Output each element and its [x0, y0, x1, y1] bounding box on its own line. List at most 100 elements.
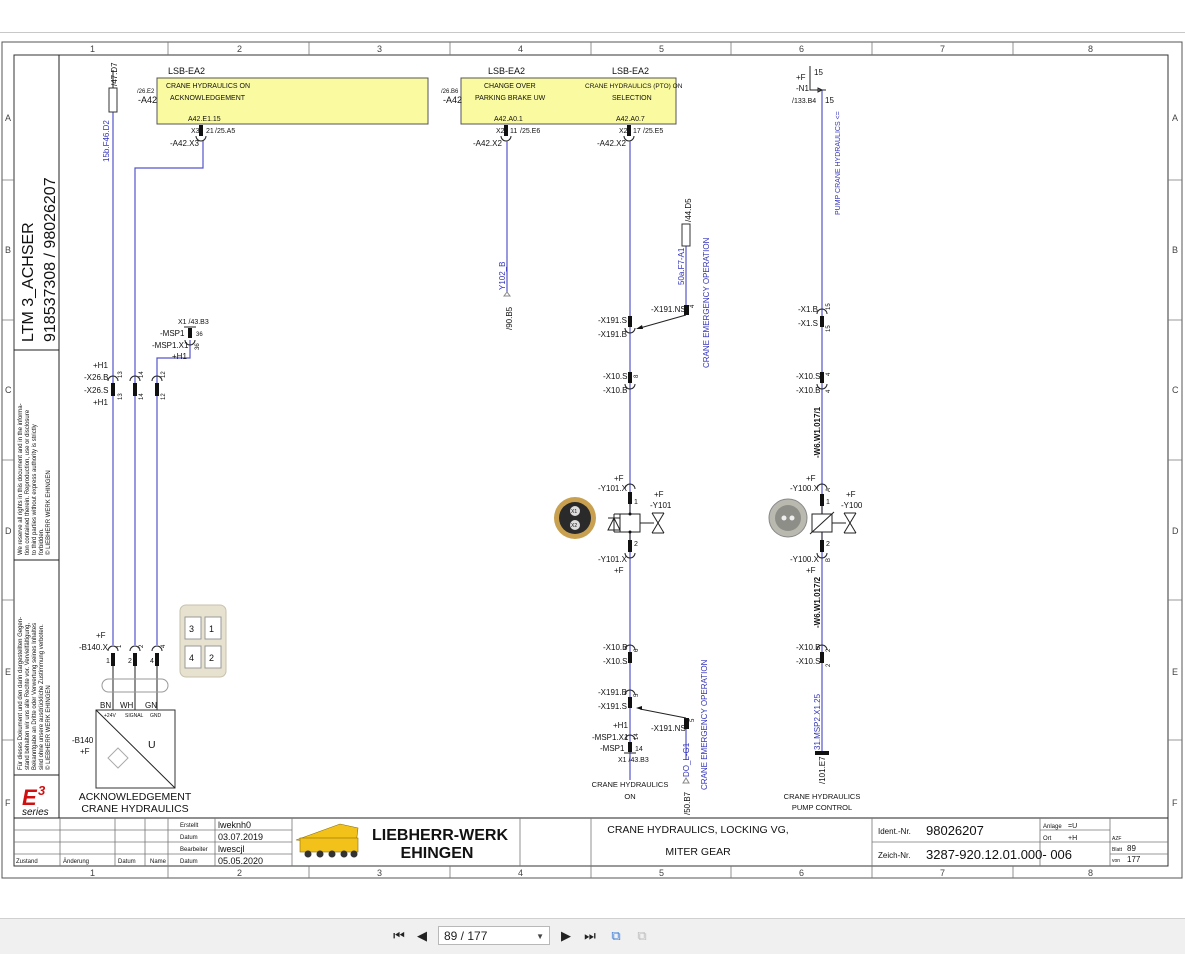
page-selector[interactable]: 89 / 177 ▼ — [438, 926, 550, 945]
schematic-mark — [820, 540, 824, 552]
schematic-label: 14 — [139, 393, 145, 400]
schematic-mark — [820, 316, 824, 327]
schematic-label: -X191.B — [598, 688, 627, 697]
schematic-label: Zeich-Nr. — [878, 851, 910, 860]
schematic-label: Für dieses Dokument und den darin darges… — [18, 617, 24, 770]
row-label: F — [1172, 798, 1178, 808]
schematic-mark — [460, 77, 677, 125]
schematic-label: WH — [120, 701, 134, 710]
connector-msp1-14: +H1 -MSP1.X1 14 -MSP1 14 X1 /43.B3 CRANE… — [592, 721, 669, 801]
row-label: C — [5, 385, 12, 395]
schematic-label: 21 — [206, 128, 214, 135]
schematic-label: Anlage — [1043, 824, 1062, 830]
fuse-f7: /44.D5 50a.F7-A1 CRANE EMERGENCY OPERATI… — [677, 198, 711, 368]
schematic-label: /101.E7 — [818, 756, 827, 784]
row-label: C — [1172, 385, 1179, 395]
schematic-mark — [820, 494, 824, 506]
valve-y101: +F -Y101.X 1 2 -Y101.X +F +F -Y101 — [598, 474, 672, 575]
row-ruler: A B C D E F A B C D E F — [5, 113, 1179, 808]
schematic-label: lwescjl — [218, 844, 245, 854]
cable-label: -W6.W1.017/2 — [813, 576, 822, 628]
schematic-label: /26.E2 — [137, 89, 155, 95]
schematic-label: Ort — [1043, 836, 1052, 842]
schematic-label: -X26.B — [84, 373, 108, 382]
schematic-label: LSB-EA2 — [612, 66, 649, 76]
schematic-mark — [188, 328, 192, 338]
schematic-label: 4 — [690, 304, 696, 308]
schematic-label: Datum — [180, 859, 198, 865]
schematic-label: Datum — [180, 835, 198, 841]
schematic-label: A — [826, 488, 832, 492]
schematic-label: X1 /43.B3 — [618, 757, 649, 764]
schematic-label: 03.07.2019 — [218, 832, 263, 842]
schematic-mark — [639, 708, 687, 719]
schematic-label: Zustand — [16, 859, 38, 865]
schematic-label: 5 — [690, 718, 696, 722]
schematic-mark — [628, 530, 632, 534]
e3-logo-sup: 3 — [38, 783, 46, 798]
schematic-mark — [628, 540, 632, 552]
col-label: 7 — [940, 44, 945, 54]
previous-page-button[interactable]: ◀ — [413, 927, 431, 945]
schematic-label: 13 — [118, 393, 124, 400]
drawing-title-vertical: LTM 3_ACHSER — [20, 222, 37, 342]
col-label: 8 — [1088, 44, 1093, 54]
schematic-label: PARKING BRAKE UW — [475, 95, 546, 102]
schematic-mark — [111, 383, 115, 396]
schematic-label: SIGNAL — [125, 713, 144, 719]
schematic-label: GND — [150, 713, 162, 719]
schematic-mark — [628, 492, 632, 504]
schematic-label: +F — [614, 566, 624, 575]
row-label: D — [5, 526, 12, 536]
schematic-label: 15 — [826, 303, 832, 310]
schematic-label: -Y100.X — [790, 555, 820, 564]
schematic-label: +F — [96, 631, 106, 640]
next-page-button[interactable]: ▶ — [557, 927, 575, 945]
first-page-button[interactable]: ⏮ — [390, 927, 408, 945]
schematic-mark — [815, 751, 829, 755]
schematic-label: -X10.S — [796, 657, 820, 666]
next-view-button[interactable]: ⧉ — [633, 927, 651, 945]
schematic-label: -B140 — [72, 736, 94, 745]
schematic-label: /25.A5 — [215, 128, 235, 135]
schematic-label: 5 — [634, 693, 640, 697]
schematic-mark — [108, 87, 118, 113]
schematic-mark — [155, 653, 159, 666]
schematic-label: Blatt — [1112, 847, 1123, 853]
schematic-label: +H1 — [172, 352, 187, 361]
previous-view-button[interactable]: ⧉ — [607, 927, 625, 945]
schematic-label: Bekanntgabe an Dritte oder Verwertung se… — [32, 623, 38, 770]
schematic-label: -Y101.X — [598, 555, 628, 564]
sheet-title-line2: MITER GEAR — [665, 846, 731, 858]
schematic-label: PUMP CRANE HYDRAULICS <= — [835, 111, 842, 215]
creator-value: lweknh0 — [218, 820, 251, 830]
schematic-label: 15b.F46.D2 — [102, 120, 111, 162]
connector-a42-x3: X3 21 /25.A5 -A42.X3 — [170, 125, 235, 148]
schematic-label: Ident.-Nr. — [878, 827, 911, 836]
col-label: 4 — [518, 868, 523, 878]
schematic-label: X2 — [619, 128, 628, 135]
schematic-label: +F — [796, 73, 806, 82]
wires — [112, 90, 823, 780]
schematic-label: -B140.X — [79, 643, 109, 652]
schematic-mark — [204, 645, 222, 669]
col-label: 6 — [799, 868, 804, 878]
schematic-mark — [628, 697, 632, 708]
last-page-button[interactable]: ⏭ — [581, 927, 599, 945]
schematic-label: 1 — [106, 658, 110, 665]
connector-x10-6: -X10.B -X10.S 6 — [603, 643, 640, 666]
schematic-label: -Y101 — [650, 501, 672, 510]
schematic-label: -X191.S — [598, 316, 627, 325]
schematic-mark — [816, 644, 828, 651]
schematic-mark — [95, 709, 176, 789]
schematic-label: X3 — [191, 128, 200, 135]
schematic-label: 1 — [209, 624, 214, 634]
schematic-mark — [820, 372, 824, 383]
schematic-label: tion contained therein. Reproduction, us… — [25, 409, 31, 555]
schematic-mark — [681, 223, 691, 247]
schematic-mark — [623, 135, 635, 142]
schematic-mark — [628, 652, 632, 663]
row-label: A — [5, 113, 11, 123]
schematic-label: 50a.F7-A1 — [677, 247, 686, 285]
schematic-label: /133.B4 — [792, 98, 816, 105]
